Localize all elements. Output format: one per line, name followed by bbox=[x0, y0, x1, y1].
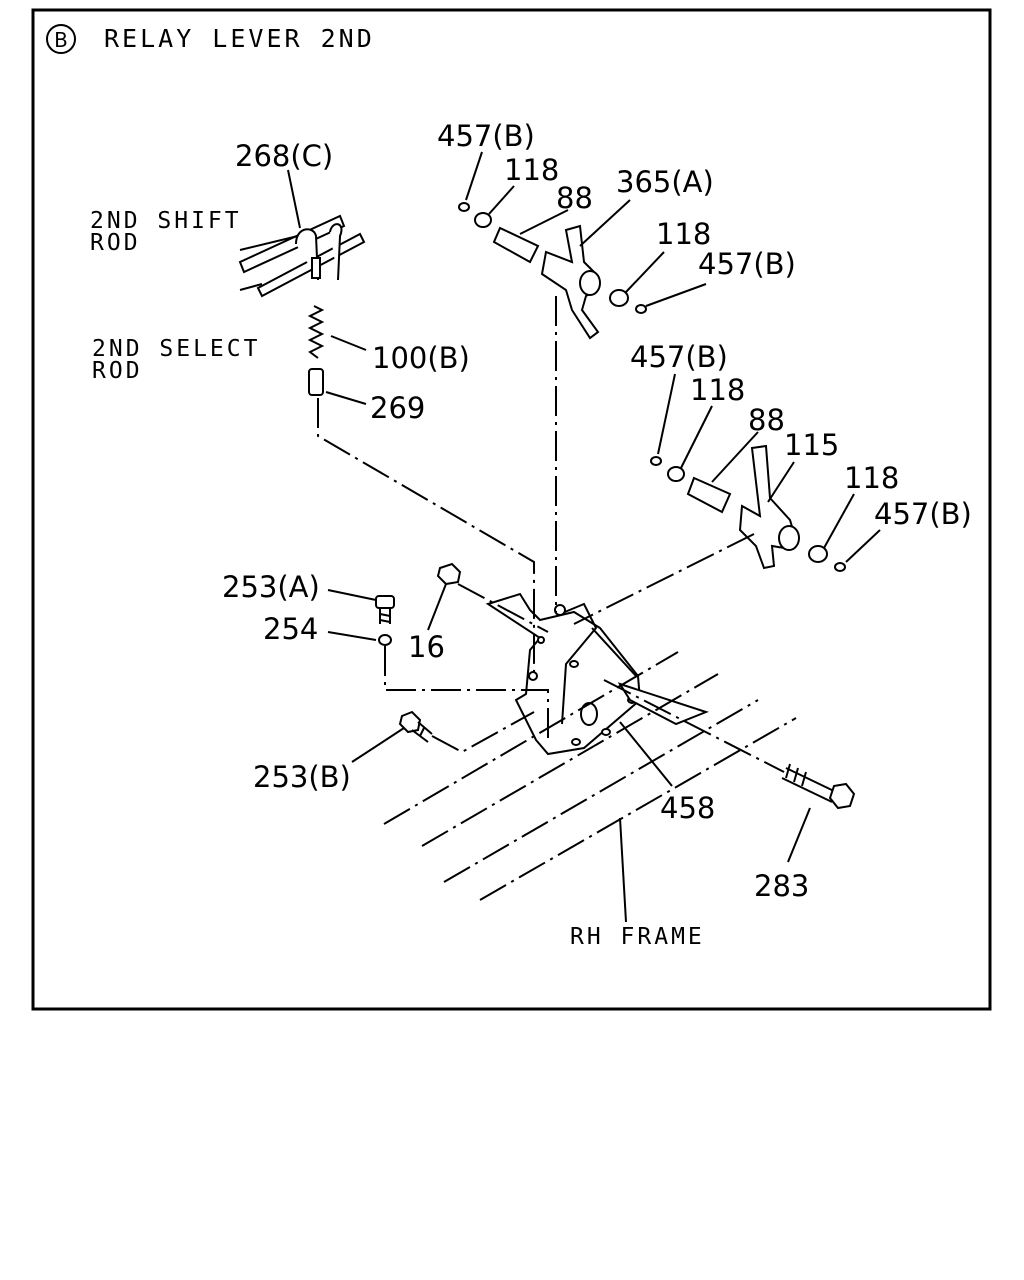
select-rod-label-line2: ROD bbox=[92, 358, 143, 384]
diagram-title-text: RELAY LEVER 2ND bbox=[104, 24, 375, 53]
bolt-283 bbox=[781, 763, 856, 810]
part-label: 457(B) bbox=[874, 497, 972, 531]
rh-frame-lines bbox=[383, 651, 797, 901]
nut-16 bbox=[436, 562, 462, 586]
part-label: 118 bbox=[504, 153, 559, 187]
part-number-labels: 457(B) 118 88 365(A) 118 457(B) 268(C) 1… bbox=[222, 119, 972, 903]
rh-frame-label: RH FRAME bbox=[570, 924, 705, 950]
part-label: 16 bbox=[408, 630, 445, 664]
diagram-title: B RELAY LEVER 2ND bbox=[46, 24, 375, 54]
part-label: 118 bbox=[690, 373, 745, 407]
bolt-253a bbox=[375, 595, 395, 624]
part-label: 253(B) bbox=[253, 760, 351, 794]
part-label: 458 bbox=[660, 791, 715, 825]
upper-lever-assembly bbox=[458, 202, 647, 340]
part-label: 88 bbox=[748, 403, 785, 437]
diagram-frame bbox=[31, 8, 992, 1011]
part-label: 365(A) bbox=[616, 165, 714, 199]
pin-part bbox=[308, 368, 324, 396]
part-label: 118 bbox=[844, 461, 899, 495]
part-label: 269 bbox=[370, 391, 425, 425]
assembly-lines bbox=[317, 296, 785, 773]
part-label: 100(B) bbox=[372, 341, 470, 375]
shift-rod-label-line2: ROD bbox=[90, 230, 141, 256]
leader-lines bbox=[239, 151, 881, 923]
part-label: 268(C) bbox=[235, 139, 333, 173]
rod-labels: 2ND SHIFT ROD 2ND SELECT ROD RH FRAME bbox=[90, 208, 705, 950]
spring-part bbox=[307, 305, 325, 359]
section-badge-circle bbox=[46, 24, 76, 54]
washer-254 bbox=[378, 634, 392, 646]
shift-rod-label-line1: 2ND SHIFT bbox=[90, 208, 242, 234]
part-label: 457(B) bbox=[437, 119, 535, 153]
section-badge-letter: B bbox=[54, 28, 68, 52]
part-label: 254 bbox=[263, 612, 318, 646]
lower-lever-assembly bbox=[650, 444, 846, 572]
part-label: 457(B) bbox=[698, 247, 796, 281]
part-label: 283 bbox=[754, 869, 809, 903]
shift-select-rods bbox=[238, 214, 366, 298]
part-label: 115 bbox=[784, 428, 839, 462]
part-label: 88 bbox=[556, 181, 593, 215]
part-label: 253(A) bbox=[222, 570, 320, 604]
select-rod-label-line1: 2ND SELECT bbox=[92, 336, 260, 362]
part-label: 118 bbox=[656, 217, 711, 251]
bolt-253b bbox=[398, 710, 433, 743]
part-label: 457(B) bbox=[630, 340, 728, 374]
